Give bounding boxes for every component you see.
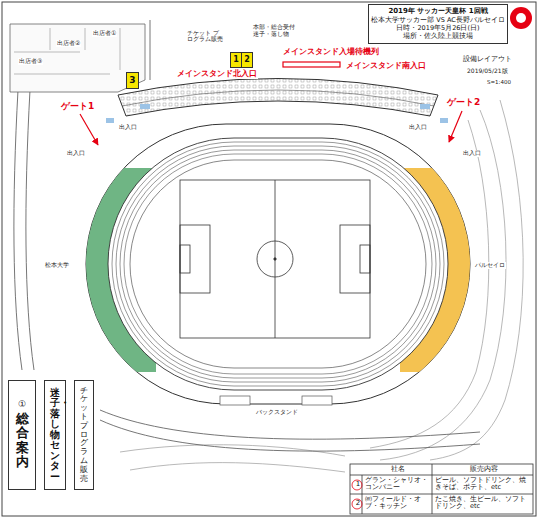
gate-callout: メインスタンド入場待機列 <box>282 48 380 57</box>
map-label: チケット プログラム販売 <box>186 30 224 42</box>
map-label: S=1:400 <box>486 79 512 85</box>
map-rect <box>108 138 448 390</box>
table-grid <box>350 464 533 514</box>
map-rect <box>116 146 440 382</box>
node-text: 1 <box>233 55 239 65</box>
map-path <box>350 464 533 514</box>
table-cell: 販売内容 <box>432 466 535 473</box>
entrance-mark <box>420 104 430 109</box>
cup-logo <box>510 7 532 29</box>
map-label: パルセイロ <box>474 262 506 269</box>
table-cell: 社名 <box>362 466 434 473</box>
gate-callout: メインスタンド南入口 <box>345 62 427 71</box>
map-path <box>150 20 151 80</box>
map-rect <box>180 180 370 338</box>
map-label: 2019/05/21版 <box>466 68 509 75</box>
back-stand-box <box>220 396 250 405</box>
node-text: 2 <box>244 55 250 65</box>
away-stand <box>400 168 470 372</box>
stall-box: 3 <box>126 72 139 89</box>
gate-callout: ゲート1 <box>60 102 95 112</box>
table-cell: 2 <box>352 500 364 508</box>
map-circle <box>274 258 276 260</box>
map-path <box>122 90 434 106</box>
map-path <box>14 28 120 74</box>
node-text: 総合案内 <box>16 412 29 469</box>
gate-callout: ゲート2 <box>446 98 481 108</box>
map-label: 出入口 <box>408 124 428 131</box>
track-lanes <box>112 142 444 386</box>
queue-and-gate-arrows <box>80 62 462 145</box>
parking-lots <box>10 24 145 92</box>
map-rect <box>180 225 210 293</box>
main-stand-building <box>106 79 448 124</box>
map-rect <box>112 142 444 386</box>
map-rect <box>86 124 470 404</box>
entrance-mark <box>140 104 150 109</box>
table-cell: グラン・シャリオ・コンパニー <box>364 477 432 491</box>
table-cell: 1 <box>352 481 364 489</box>
map-rect <box>130 160 426 368</box>
node-text: 迷子・落し物センター <box>50 388 60 482</box>
map-rect <box>340 225 370 293</box>
title-box: 2019年 サッカー天皇杯 1回戦松本大学サッカー部 VS AC長野パルセイロ日… <box>368 4 508 44</box>
map-rect <box>360 245 370 273</box>
map-rect <box>350 464 533 514</box>
map-line <box>275 180 276 338</box>
map-label: 出店者① <box>92 30 117 37</box>
map-path <box>118 79 438 117</box>
map-path <box>80 114 98 145</box>
home-stand <box>86 168 156 372</box>
map-label: 出入口 <box>462 150 482 157</box>
map-circle <box>516 13 526 23</box>
node-text: 2019年 サッカー天皇杯 1回戦 <box>388 7 487 16</box>
map-circle <box>510 7 532 29</box>
node-text: 松本大学サッカー部 VS AC長野パルセイロ <box>371 16 505 24</box>
map-rect <box>120 150 436 378</box>
table-cell: ビール、ソフトドリンク、焼きそば、ポテト、etc <box>434 477 533 491</box>
map-path <box>120 445 345 456</box>
map-path <box>14 90 22 370</box>
node-text: 3 <box>129 75 135 86</box>
map-label: 本部・総合受付 迷子・落し物 <box>252 24 300 37</box>
map-rect <box>124 154 432 374</box>
map-label: 出入口 <box>118 124 138 131</box>
node-text: ① <box>18 399 26 410</box>
map-path <box>449 111 462 142</box>
gate-callout: メインスタンド北入口 <box>176 70 258 79</box>
stall-box: 2 <box>241 52 253 68</box>
entrance-mark <box>106 118 114 123</box>
node-text: 場所・佐久陸上競技場 <box>403 32 473 40</box>
map-path <box>26 90 34 370</box>
map-label: バックスタンド <box>255 409 299 416</box>
info-booth: ① 総合案内 <box>8 380 36 490</box>
node-text: チケット プログラム販売 <box>80 387 88 484</box>
map-circle <box>257 241 293 277</box>
node-text: 日時・2019年5月26日(日) <box>396 24 479 32</box>
pitch <box>180 180 370 338</box>
map-label: 出入口 <box>66 150 86 157</box>
map-label: 設備レイアウト <box>462 56 513 64</box>
back-stand-box <box>302 396 332 405</box>
table-cell: たこ焼き、生ビール、ソフトドリンク、etc <box>434 496 533 510</box>
map-path <box>10 24 145 92</box>
entrance-mark <box>440 118 448 123</box>
lost-found-booth: 迷子・落し物センター <box>44 380 66 490</box>
map-rect <box>180 245 190 273</box>
ticket-booth: チケット プログラム販売 <box>74 380 94 490</box>
stadium-bowl <box>86 124 470 405</box>
map-path <box>100 410 480 439</box>
map-label: 出店者③ <box>18 58 43 65</box>
map-label: 松本大学 <box>44 262 70 269</box>
map-path <box>100 420 480 451</box>
map-label: 出店者② <box>56 40 81 47</box>
map-rect <box>283 62 340 67</box>
map-path <box>130 463 345 472</box>
table-cell: ㈱フィールド・オブ・キッチン <box>364 496 432 510</box>
